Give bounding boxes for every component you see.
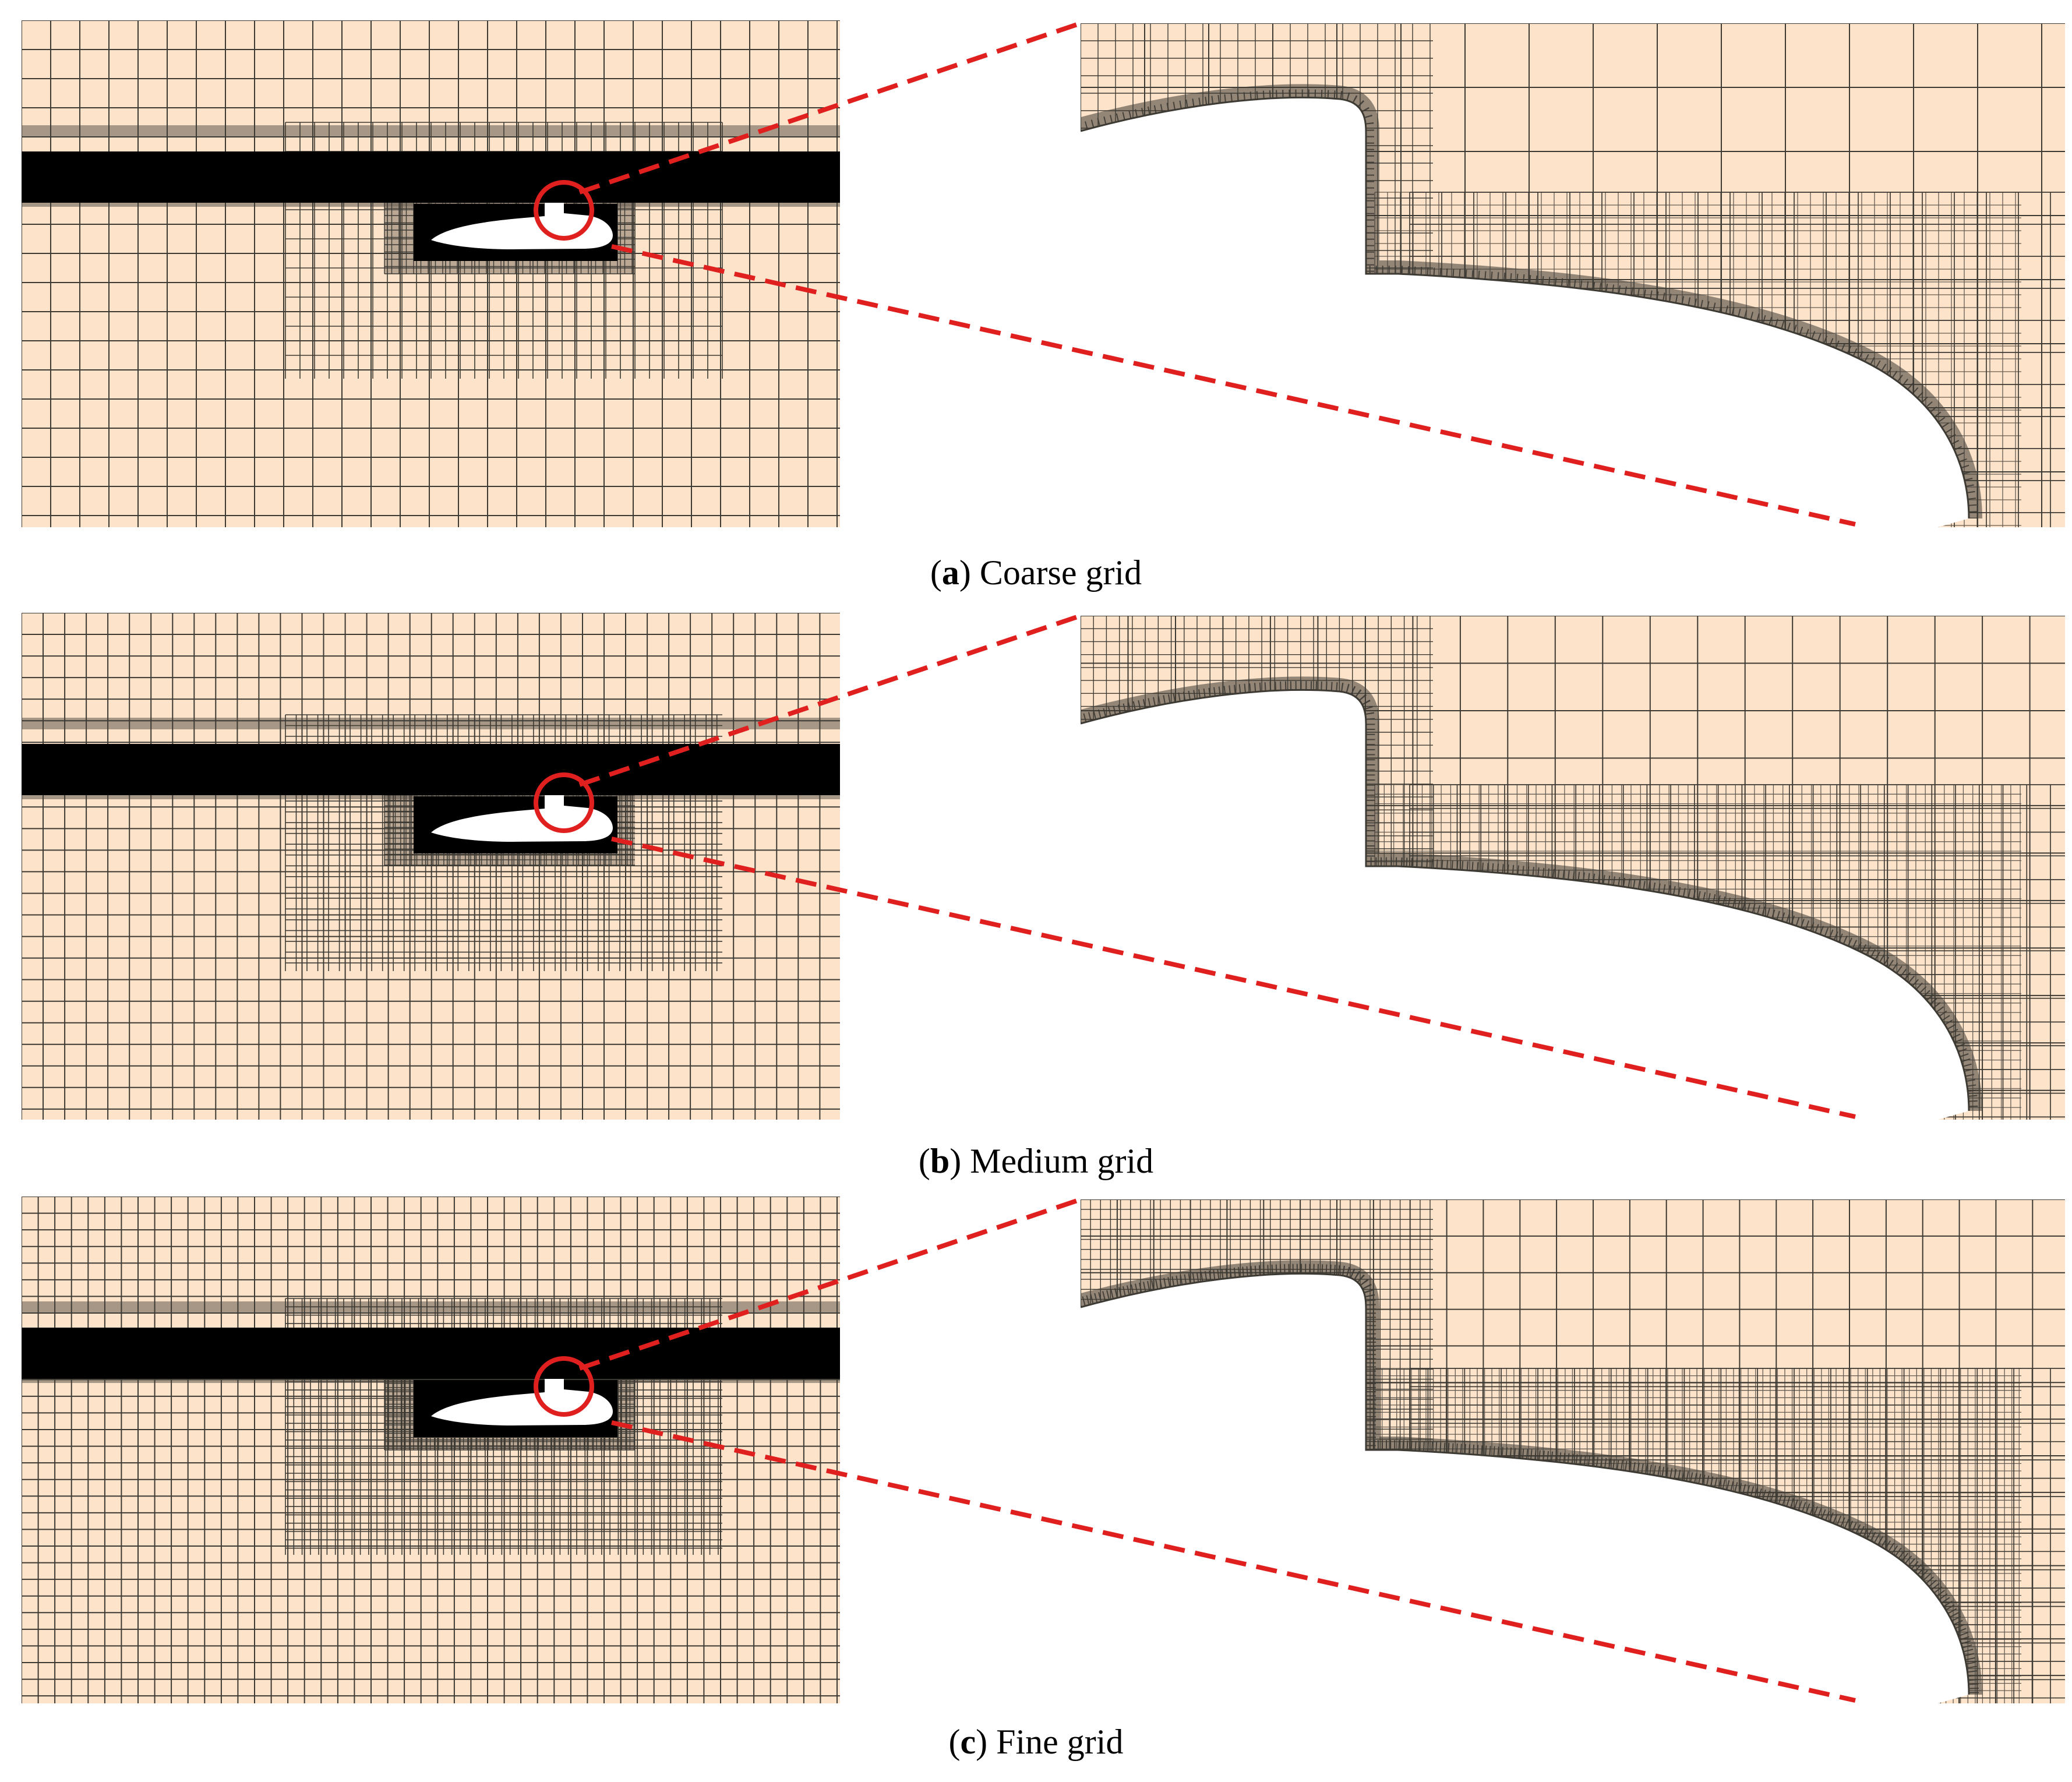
zoomed-mesh-view <box>1081 616 2065 1120</box>
zoomed-mesh-view <box>1081 23 2065 527</box>
hull-bow-profile <box>1081 689 1970 1111</box>
panel-coarse-grid <box>0 17 2072 600</box>
zoom-connector-upper <box>578 613 1082 787</box>
free-surface-band <box>22 744 840 795</box>
caption-letter: c <box>960 1723 976 1761</box>
hull-bow-region <box>1081 690 1969 1120</box>
free-surface-transition-upper <box>22 1301 840 1313</box>
caption-letter: a <box>941 553 959 592</box>
zoom-highlight-circle <box>534 180 594 241</box>
free-surface-band <box>22 151 840 203</box>
caption-coarse-grid: (a) Coarse grid <box>930 553 1142 592</box>
caption-label: Coarse grid <box>979 553 1142 592</box>
free-surface-band <box>22 1328 840 1379</box>
zoom-connector-lower <box>611 244 1856 527</box>
zoom-connector-upper <box>578 21 1082 195</box>
domain-mesh-view <box>22 20 840 527</box>
caption-label: Fine grid <box>996 1723 1124 1761</box>
zoom-connector-lower <box>611 837 1856 1119</box>
fine-grid-views <box>22 1197 2065 1703</box>
medium-grid-views <box>22 613 2065 1120</box>
zoom-connector-lower <box>611 1420 1856 1703</box>
domain-mesh-view <box>22 613 840 1120</box>
free-surface-transition-upper <box>22 125 840 137</box>
zoomed-mesh-view <box>1081 1199 2065 1703</box>
caption-letter: b <box>930 1142 950 1180</box>
hull-bow-profile <box>1081 96 1970 519</box>
free-surface-transition-upper <box>22 718 840 729</box>
coarse-grid-views <box>22 20 2065 527</box>
zoom-connector-upper <box>578 1197 1082 1371</box>
hull-bow-profile <box>1081 1272 1970 1695</box>
zoom-highlight-circle <box>534 772 594 833</box>
domain-mesh-view <box>22 1197 840 1703</box>
panel-fine-grid <box>0 1194 2072 1776</box>
panel-medium-grid <box>0 610 2072 1192</box>
hull-bow-region <box>1081 97 1969 527</box>
caption-medium-grid: (b) Medium grid <box>918 1142 1154 1180</box>
hull-bow-region <box>1081 1273 1969 1703</box>
zoom-highlight-circle <box>534 1356 594 1417</box>
caption-label: Medium grid <box>970 1142 1154 1180</box>
caption-fine-grid: (c) Fine grid <box>948 1723 1124 1761</box>
